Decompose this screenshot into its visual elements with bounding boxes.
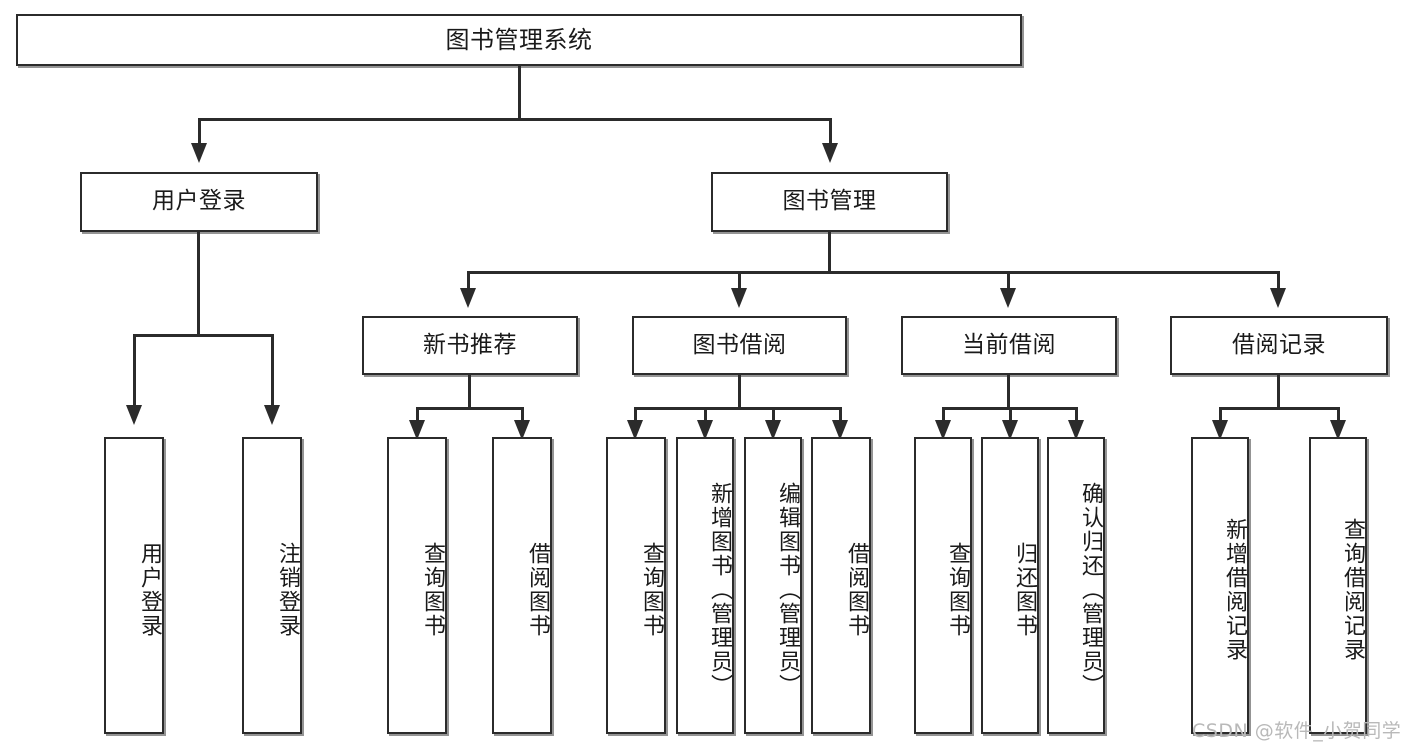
node-label: 图书管理 — [782, 188, 877, 215]
node-label: 编辑图书（管理员） — [775, 481, 800, 698]
arrowhead-leaf-query-book-3 — [935, 420, 951, 440]
node-leaf-query-book-3[interactable]: 查询图书 — [914, 437, 972, 734]
arrowhead-user-login — [191, 143, 207, 163]
node-label: 用户登录 — [152, 188, 246, 215]
arrowhead-borrow-record — [1270, 288, 1286, 308]
connector-book-borrow-drop-2 — [704, 407, 707, 423]
connector-book-borrow-drop-3 — [772, 407, 775, 423]
node-book-manage[interactable]: 图书管理 — [711, 172, 948, 232]
node-leaf-edit-book[interactable]: 编辑图书（管理员） — [744, 437, 802, 734]
arrowhead-leaf-add-book — [697, 420, 713, 440]
node-label: 查询图书 — [420, 541, 445, 638]
node-new-book-rec[interactable]: 新书推荐 — [362, 316, 578, 375]
node-label: 用户登录 — [137, 541, 162, 638]
connector-new-book-drop-2 — [521, 407, 524, 423]
node-label: 查询图书 — [945, 541, 970, 638]
connector-book-borrow-stem — [738, 375, 741, 409]
node-label: 当前借阅 — [962, 331, 1056, 358]
node-leaf-add-book[interactable]: 新增图书（管理员） — [676, 437, 734, 734]
connector-user-login-drop-2 — [271, 334, 274, 406]
arrowhead-leaf-query-record — [1330, 420, 1346, 440]
node-label: 图书借阅 — [692, 331, 787, 358]
node-label: 新增图书（管理员） — [707, 481, 732, 698]
node-leaf-borrow-book-1[interactable]: 借阅图书 — [492, 437, 552, 734]
node-current-borrow[interactable]: 当前借阅 — [901, 316, 1117, 375]
node-leaf-return-book[interactable]: 归还图书 — [981, 437, 1039, 734]
connector-level3-drop-new-book — [467, 271, 470, 289]
node-label: 借阅图书 — [525, 541, 550, 638]
csdn-watermark: CSDN @软件_小贺同学 — [1192, 720, 1402, 742]
connector-borrow-record-drop-1 — [1219, 407, 1222, 423]
connector-level3-drop-current-borrow — [1007, 271, 1010, 289]
node-label: 确认归还（管理员） — [1078, 481, 1103, 698]
node-book-borrow[interactable]: 图书借阅 — [632, 316, 847, 375]
connector-current-borrow-stem — [1007, 375, 1010, 409]
arrowhead-book-manage — [822, 143, 838, 163]
connector-new-book-bar — [416, 407, 524, 410]
connector-book-borrow-drop-4 — [839, 407, 842, 423]
connector-borrow-record-bar — [1219, 407, 1340, 410]
node-label: 新增借阅记录 — [1222, 517, 1247, 662]
connector-level3-drop-book-borrow — [738, 271, 741, 289]
connector-current-borrow-drop-1 — [942, 407, 945, 423]
connector-level3-drop-borrow-record — [1277, 271, 1280, 289]
node-label: 查询借阅记录 — [1340, 517, 1365, 662]
connector-user-login-drop-1 — [133, 334, 136, 406]
arrowhead-leaf-borrow-book-1 — [514, 420, 530, 440]
node-label: 归还图书 — [1012, 541, 1037, 638]
connector-current-borrow-drop-2 — [1009, 407, 1012, 423]
arrowhead-leaf-return-book — [1002, 420, 1018, 440]
arrowhead-new-book-rec — [460, 288, 476, 308]
connector-new-book-drop-1 — [416, 407, 419, 423]
node-leaf-query-book-1[interactable]: 查询图书 — [387, 437, 447, 734]
connector-user-login-bar — [133, 334, 273, 337]
node-user-login[interactable]: 用户登录 — [80, 172, 318, 232]
node-leaf-query-record[interactable]: 查询借阅记录 — [1309, 437, 1367, 734]
node-label: 借阅图书 — [844, 541, 869, 638]
arrowhead-leaf-confirm-return — [1068, 420, 1084, 440]
arrowhead-leaf-borrow-book-2 — [832, 420, 848, 440]
node-label: 新书推荐 — [423, 331, 517, 358]
node-leaf-confirm-return[interactable]: 确认归还（管理员） — [1047, 437, 1105, 734]
connector-level2-bar — [198, 118, 832, 121]
node-leaf-borrow-book-2[interactable]: 借阅图书 — [811, 437, 871, 734]
node-leaf-add-record[interactable]: 新增借阅记录 — [1191, 437, 1249, 734]
connector-user-login-stem — [197, 232, 200, 336]
arrowhead-leaf-query-book-2 — [627, 420, 643, 440]
node-label: 图书管理系统 — [445, 25, 593, 54]
connector-book-borrow-bar — [634, 407, 842, 410]
arrowhead-leaf-user-logout — [264, 405, 280, 425]
connector-current-borrow-drop-3 — [1075, 407, 1078, 423]
node-leaf-query-book-2[interactable]: 查询图书 — [606, 437, 666, 734]
node-borrow-record[interactable]: 借阅记录 — [1170, 316, 1388, 375]
connector-root-stem — [518, 66, 521, 120]
node-label: 查询图书 — [639, 541, 664, 638]
arrowhead-current-borrow — [1000, 288, 1016, 308]
connector-book-manage-stem — [828, 232, 831, 273]
node-leaf-user-login[interactable]: 用户登录 — [104, 437, 164, 734]
connector-borrow-record-drop-2 — [1337, 407, 1340, 423]
node-label: 注销登录 — [275, 541, 300, 638]
connector-book-borrow-drop-1 — [634, 407, 637, 423]
connector-level2-drop-user-login — [198, 118, 201, 144]
connector-level3-bar — [467, 271, 1280, 274]
node-root-book-management-system[interactable]: 图书管理系统 — [16, 14, 1022, 66]
arrowhead-leaf-user-login — [126, 405, 142, 425]
arrowhead-leaf-query-book-1 — [409, 420, 425, 440]
connector-borrow-record-stem — [1277, 375, 1280, 409]
node-leaf-user-logout[interactable]: 注销登录 — [242, 437, 302, 734]
arrowhead-leaf-add-record — [1212, 420, 1228, 440]
connector-new-book-stem — [468, 375, 471, 409]
arrowhead-book-borrow — [731, 288, 747, 308]
arrowhead-leaf-edit-book — [765, 420, 781, 440]
node-label: 借阅记录 — [1232, 331, 1326, 358]
connector-level2-drop-book-manage — [829, 118, 832, 144]
